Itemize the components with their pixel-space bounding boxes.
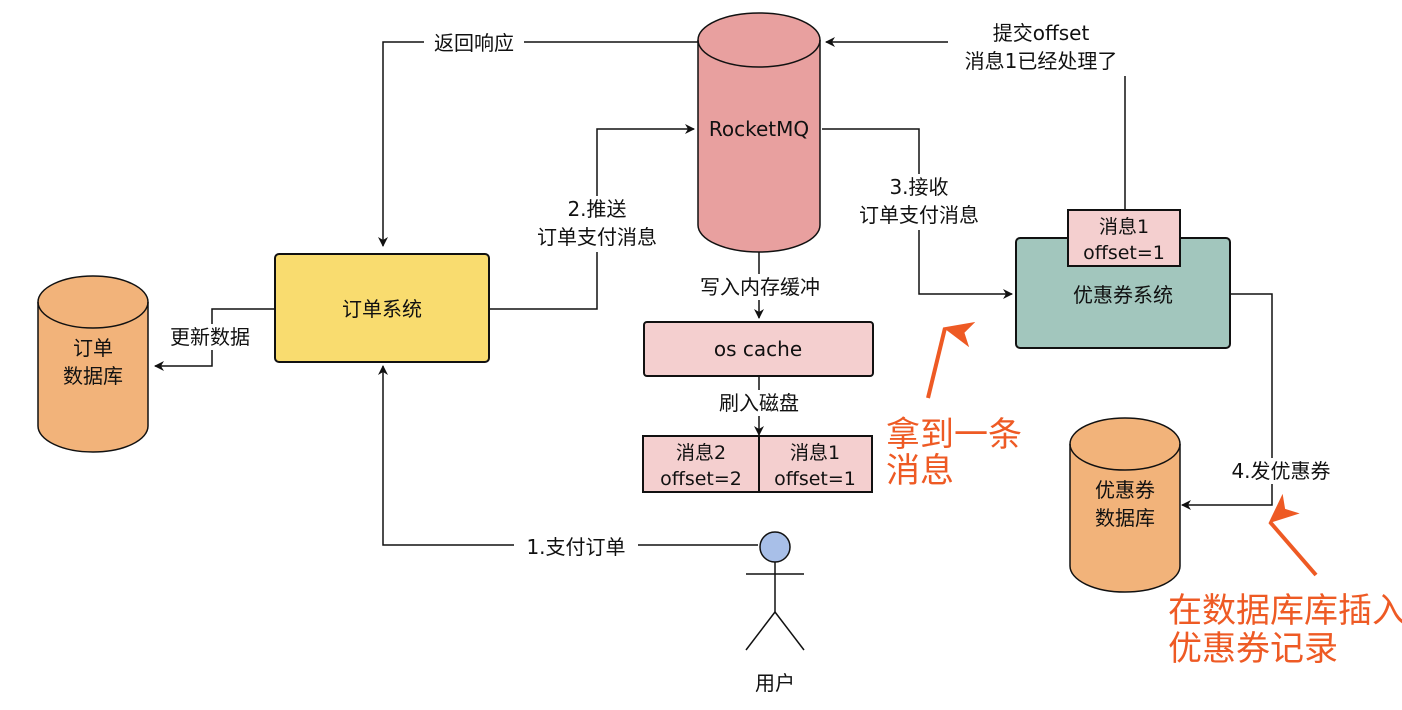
edge-send-coupon xyxy=(1181,293,1273,510)
disk-message-2: 消息2 offset=2 xyxy=(642,435,760,493)
label-commit-offset-line2: 消息1已经处理了 xyxy=(965,49,1118,73)
annotation-arrow-got-message xyxy=(926,321,976,399)
os-cache: os cache xyxy=(643,321,874,377)
label-update-data: 更新数据 xyxy=(170,325,250,349)
label-flush-disk: 刷入磁盘 xyxy=(719,391,799,415)
label-return-response: 返回响应 xyxy=(434,31,514,55)
label-commit-offset-line1: 提交offset xyxy=(993,21,1090,45)
coupon-db-label-line1: 优惠券 xyxy=(1095,478,1155,502)
label-send-coupon: 4.发优惠券 xyxy=(1231,459,1330,483)
order-system-label: 订单系统 xyxy=(342,297,422,321)
order-system: 订单系统 xyxy=(274,253,490,363)
annotation-got-message-line1: 拿到一条 xyxy=(886,415,1022,455)
disk-msg2-line1: 消息2 xyxy=(676,442,726,464)
coupon-db-label-line2: 数据库 xyxy=(1095,506,1155,530)
annotation-insert-record-line2: 优惠券记录 xyxy=(1168,629,1338,669)
label-pay-order: 1.支付订单 xyxy=(526,535,625,559)
disk-msg1-line2: offset=1 xyxy=(774,468,856,490)
consumer-msg1-line2: offset=1 xyxy=(1083,242,1165,264)
rocketmq-broker: RocketMQ xyxy=(697,12,821,253)
disk-msg1-line1: 消息1 xyxy=(790,442,840,464)
edge-return-response xyxy=(378,41,698,247)
annotation-arrow-insert-record xyxy=(1268,493,1318,577)
user-head xyxy=(759,531,791,563)
order-db-label-line2: 数据库 xyxy=(63,364,123,388)
disk-msg2-line2: offset=2 xyxy=(660,468,742,490)
consumer-message-1: 消息1 offset=1 xyxy=(1067,209,1181,267)
user-actor: 用户 xyxy=(745,531,805,695)
user-label: 用户 xyxy=(755,671,795,695)
consumer-msg1-line1: 消息1 xyxy=(1099,216,1149,238)
rocketmq-label: RocketMQ xyxy=(709,117,809,141)
label-step2-line2: 订单支付消息 xyxy=(537,225,657,249)
label-write-cache: 写入内存缓冲 xyxy=(700,275,820,299)
coupon-database: 优惠券 数据库 xyxy=(1069,417,1181,593)
annotation-got-message-line2: 消息 xyxy=(886,451,954,491)
order-db-label-line1: 订单 xyxy=(73,336,113,360)
label-step2-line1: 2.推送 xyxy=(567,197,626,221)
os-cache-label: os cache xyxy=(714,337,802,361)
label-step3-line1: 3.接收 xyxy=(889,175,948,199)
coupon-system-label: 优惠券系统 xyxy=(1073,283,1173,307)
label-step3-line2: 订单支付消息 xyxy=(859,203,979,227)
disk-message-1: 消息1 offset=1 xyxy=(758,435,873,493)
order-database: 订单 数据库 xyxy=(37,275,149,453)
annotation-insert-record-line1: 在数据库库插入 xyxy=(1168,591,1402,631)
